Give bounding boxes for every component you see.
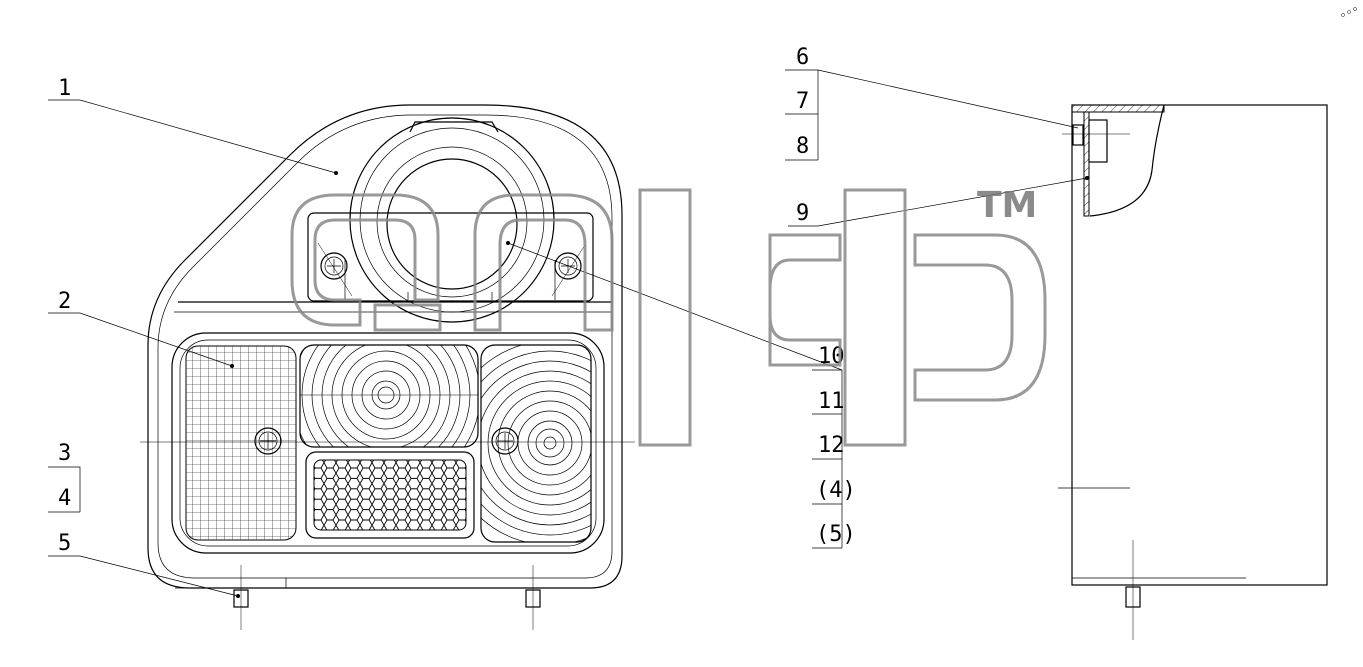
bracket-detail xyxy=(344,260,556,300)
concentric-lens-right xyxy=(480,344,592,543)
housing-outline xyxy=(147,104,623,589)
hatched-section xyxy=(1083,111,1090,217)
mounting-stud xyxy=(1125,540,1141,640)
lens-frame-inner xyxy=(179,339,597,547)
callout-4: 4 xyxy=(58,486,71,511)
corner-mark xyxy=(1341,7,1357,17)
callout-8: 8 xyxy=(796,134,809,159)
socket-opening xyxy=(386,158,518,290)
bolt-nut xyxy=(1088,119,1108,163)
screw-icon xyxy=(491,427,519,455)
lens-frame-outer xyxy=(171,332,605,554)
mounting-stud xyxy=(525,565,541,630)
housing-inner-outline xyxy=(157,114,613,579)
callout-12: 12 xyxy=(818,433,845,458)
side-profile-curve xyxy=(1089,104,1165,217)
callout-5: 5 xyxy=(58,531,71,556)
screw-icon xyxy=(254,427,282,455)
reflector-frame xyxy=(305,451,475,539)
hatched-section xyxy=(1071,104,1165,113)
watermark-logo: TM xyxy=(290,185,1047,447)
callout-labels: 1 2 3 4 5 6 7 8 9 10 11 12 (4) (5) xyxy=(58,45,856,556)
concentric-lens xyxy=(299,344,479,448)
callout-7: 7 xyxy=(796,89,809,114)
callout-9: 9 xyxy=(796,201,809,226)
side-view xyxy=(1058,104,1328,640)
callout-leaders xyxy=(48,69,1089,598)
callout-1: 1 xyxy=(58,76,71,101)
side-housing xyxy=(1071,104,1328,586)
screw-icon xyxy=(317,242,353,297)
callout-11: 11 xyxy=(818,389,845,414)
callout-2: 2 xyxy=(58,289,71,314)
callout-6: 6 xyxy=(796,45,809,70)
callout-4-ref: (4) xyxy=(816,478,856,503)
front-view xyxy=(140,104,635,630)
watermark-tm: TM xyxy=(977,185,1037,226)
mounting-bracket xyxy=(307,212,594,302)
hex-reflector xyxy=(313,459,467,531)
callout-5-ref: (5) xyxy=(816,522,856,547)
grid-lens xyxy=(185,345,297,541)
callout-3: 3 xyxy=(58,441,71,466)
bolt-head xyxy=(1072,124,1084,146)
mounting-stud xyxy=(233,565,249,630)
socket-ring xyxy=(376,146,528,298)
